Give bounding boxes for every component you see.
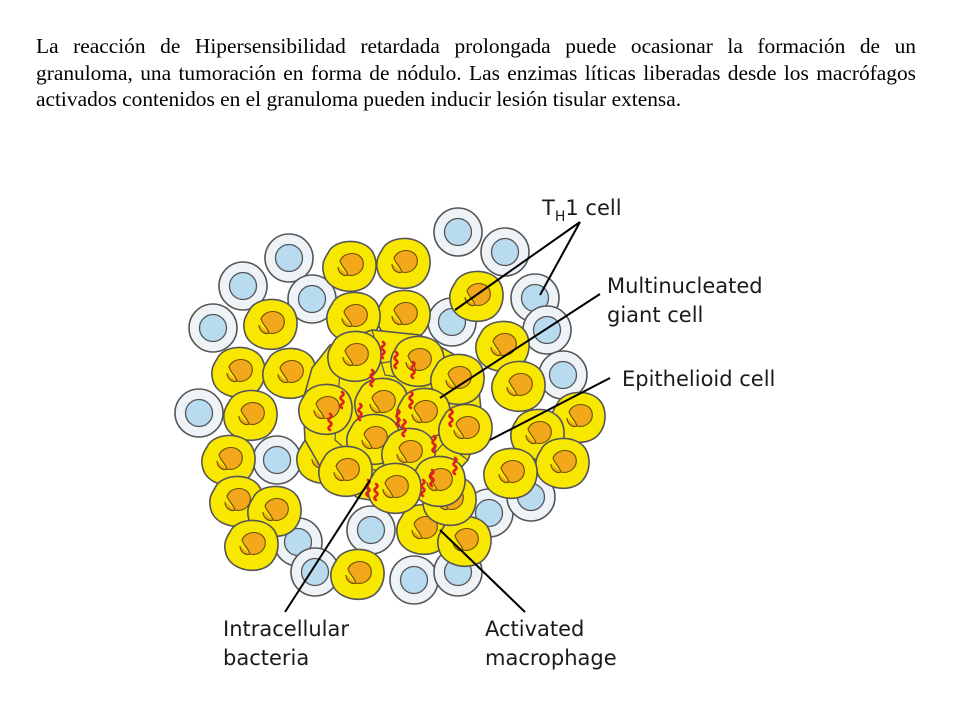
th1-cell — [522, 305, 572, 355]
macrophage — [448, 270, 504, 323]
bacteria-label-line1: Intracellular — [223, 617, 349, 641]
diagram-labels: TH1 cell Multinucleated giant cell Epith… — [223, 196, 775, 670]
macrophage — [222, 389, 278, 442]
macrophage — [242, 298, 298, 351]
th1-cell — [252, 435, 302, 485]
th1-leader-2 — [539, 221, 581, 296]
th1-cell — [389, 555, 439, 605]
macrophage — [329, 548, 385, 601]
macrophage-leader — [439, 529, 526, 613]
macrophage-label-line1: Activated — [485, 617, 584, 641]
giant-cell-label-line2: giant cell — [607, 303, 703, 327]
macrophage — [482, 447, 538, 500]
bacteria-label-line2: bacteria — [223, 646, 309, 670]
macrophage — [210, 346, 266, 399]
macrophage — [490, 360, 546, 413]
th1-cell — [188, 303, 238, 353]
th1-leader-1 — [454, 221, 581, 311]
giant-cell-leader — [439, 293, 601, 399]
th1-cell — [433, 207, 483, 257]
epithelioid-cell — [437, 403, 493, 456]
epithelioid-leader — [489, 377, 611, 441]
macrophage — [223, 519, 279, 572]
macrophage — [534, 437, 590, 490]
leader-lines — [284, 221, 611, 613]
th1-cell — [480, 227, 530, 277]
macrophage-label-line2: macrophage — [485, 646, 617, 670]
giant-cell-label-line1: Multinucleated — [607, 274, 763, 298]
macrophage — [321, 240, 377, 293]
macrophage — [375, 237, 431, 290]
epithelioid-label: Epithelioid cell — [622, 367, 775, 391]
th1-label: TH1 cell — [541, 196, 622, 225]
bacteria-leader — [284, 479, 371, 613]
giant-cell-core — [297, 329, 493, 515]
th1-cell — [264, 233, 314, 283]
description-paragraph: La reacción de Hipersensibilidad retarda… — [36, 34, 916, 111]
th1-cell — [174, 388, 224, 438]
epithelioid-cell — [297, 383, 353, 436]
